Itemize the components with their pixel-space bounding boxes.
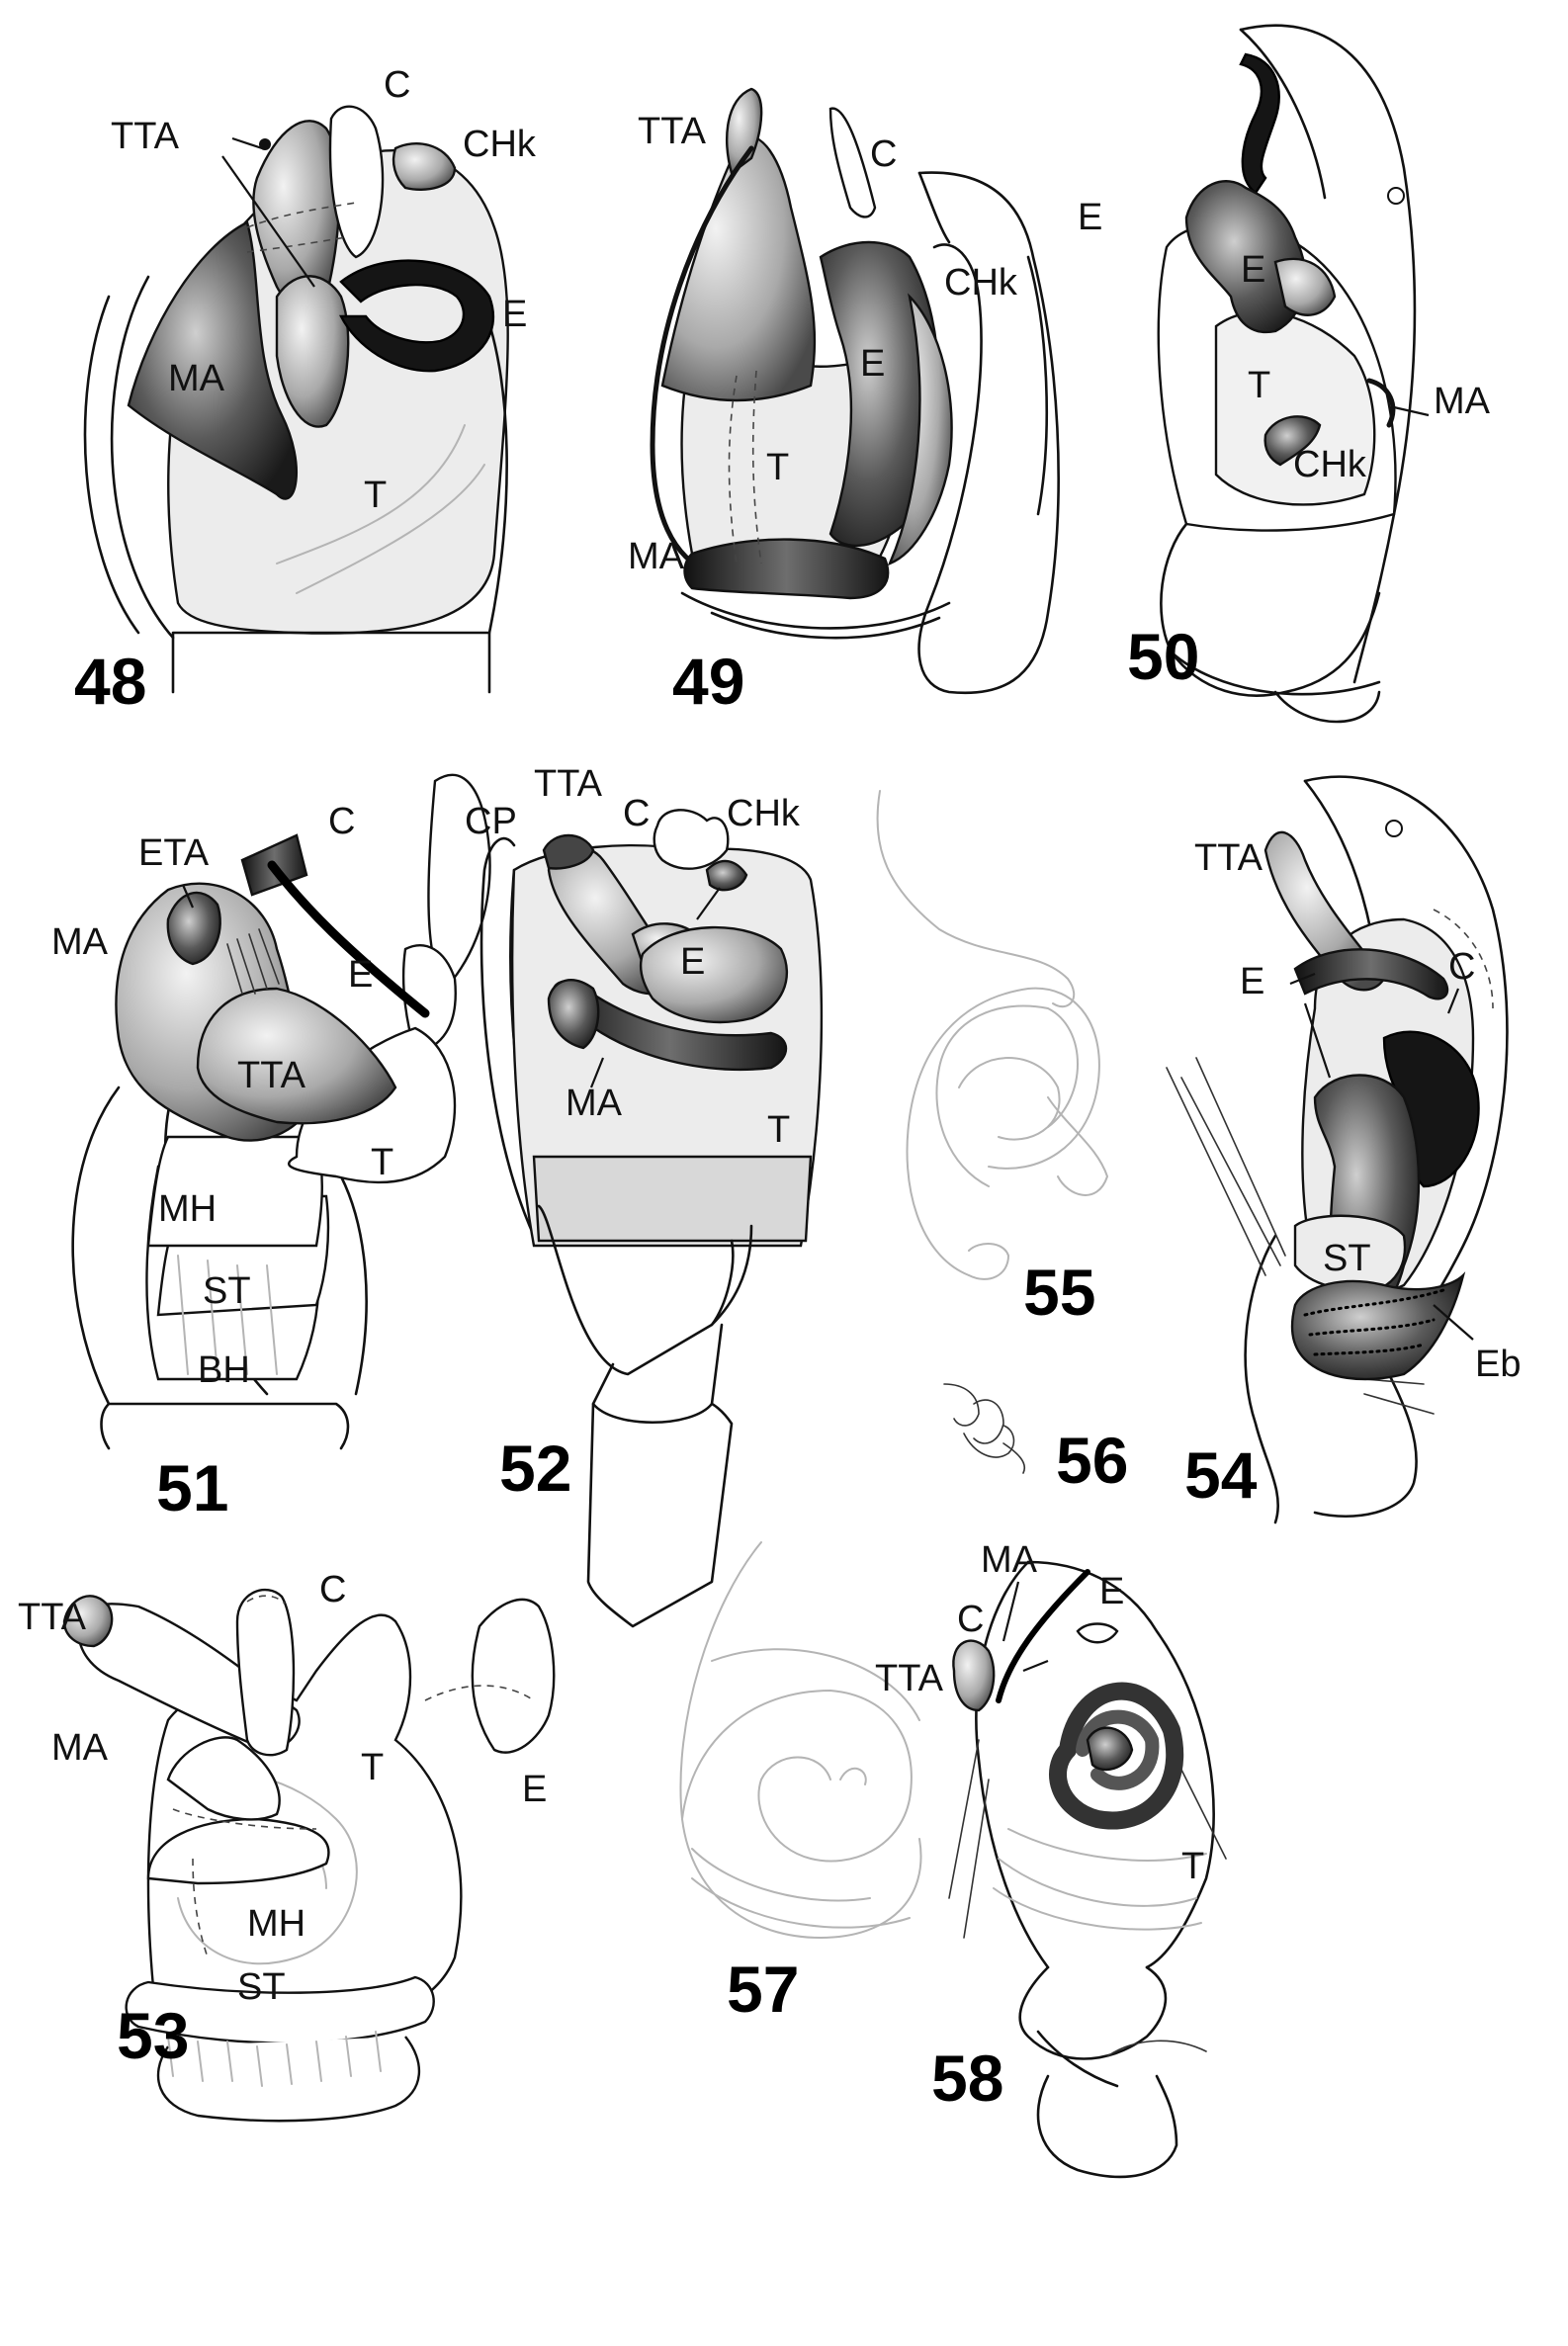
fig58-label-t: T [1181,1846,1204,1887]
fig54-label-st: ST [1323,1238,1371,1279]
fig49-label-e: E [860,343,885,385]
fig48-label-e: E [502,294,527,335]
fig48-label-chk: CHk [463,124,537,165]
figure-50: E T MA CHk 50 [1127,24,1491,724]
fig51-label-st: ST [203,1270,251,1312]
fig55-number: 55 [1023,1256,1095,1329]
fig53-label-t: T [361,1747,384,1788]
fig49-number: 49 [672,645,744,718]
fig50-label-e: E [1241,249,1265,291]
fig51-number: 51 [156,1451,228,1524]
fig54-label-c: C [1448,946,1475,988]
fig58-label-c: C [957,1599,984,1640]
fig53-label-e: E [522,1769,547,1810]
fig53-label-ma: MA [51,1727,109,1769]
fig57-number: 57 [727,1953,799,2026]
fig49-label-tta: TTA [638,111,707,152]
fig53-label-tta: TTA [18,1597,87,1638]
fig52-label-chk: CHk [727,793,801,834]
fig51-label-tta: TTA [237,1055,306,1096]
fig54-number: 54 [1184,1438,1258,1512]
figure-56: 56 [943,1383,1128,1497]
fig48-number: 48 [74,645,146,718]
fig48-label-t: T [364,475,387,516]
figure-51: ETA C MA E TTA T MH ST BH 51 [51,773,491,1524]
figure-57: 57 [679,1541,922,2026]
fig52-label-tta: TTA [534,763,603,805]
fig53-label-st: ST [237,1966,286,2008]
fig54-label-e: E [1240,961,1264,1002]
fig52-label-e: E [680,941,705,983]
fig50-label-chk: CHk [1293,444,1367,485]
fig51-label-t: T [371,1142,393,1183]
fig51-label-e: E [348,954,373,996]
fig58-number: 58 [931,2042,1003,2115]
fig58-label-tta: TTA [875,1658,944,1699]
fig52-number: 52 [499,1432,571,1505]
fig50-number: 50 [1127,620,1199,693]
fig50-label-t: T [1248,365,1270,406]
fig54-label-eb: Eb [1475,1344,1521,1385]
figure-49: TTA C E CHk E T MA 49 [628,87,1102,718]
fig49-label-ma: MA [628,536,685,577]
fig52-label-c: C [623,793,650,834]
fig53-number: 53 [117,1999,189,2072]
fig58-label-ma: MA [981,1539,1038,1581]
fig58-label-e: E [1099,1571,1124,1612]
fig49-label-e-outer: E [1078,197,1102,238]
fig54-label-tta: TTA [1194,837,1263,879]
fig49-label-t: T [766,447,789,488]
fig52-label-t: T [767,1109,790,1151]
fig48-label-ma: MA [168,358,225,399]
fig51-label-mh: MH [158,1188,217,1230]
figure-54: TTA C E ST Eb 54 [1166,775,1521,1524]
fig53-label-mh: MH [247,1903,305,1945]
figure-52: CP TTA C CHk E MA T 52 [465,763,824,1628]
fig51-label-c: C [328,801,355,842]
fig51-label-ma: MA [51,921,109,963]
fig50-label-ma: MA [1434,381,1491,422]
figure-53: TTA C MA T E MH ST 53 [18,1569,556,2123]
figure-55: 55 [876,790,1109,1329]
fig56-number: 56 [1056,1424,1128,1497]
fig52-label-ma: MA [566,1083,623,1124]
fig49-label-chk: CHk [944,262,1018,304]
fig51-label-bh: BH [198,1349,250,1391]
fig48-label-tta: TTA [111,116,180,157]
fig52-label-cp: CP [465,801,517,842]
figure-48: TTA C CHk E MA T 48 [74,64,537,718]
fig51-label-eta: ETA [138,832,210,874]
fig53-label-c: C [319,1569,346,1610]
fig48-label-c: C [384,64,410,106]
fig49-label-c: C [870,133,897,175]
figure-58: MA E C TTA T 58 [875,1539,1227,2179]
